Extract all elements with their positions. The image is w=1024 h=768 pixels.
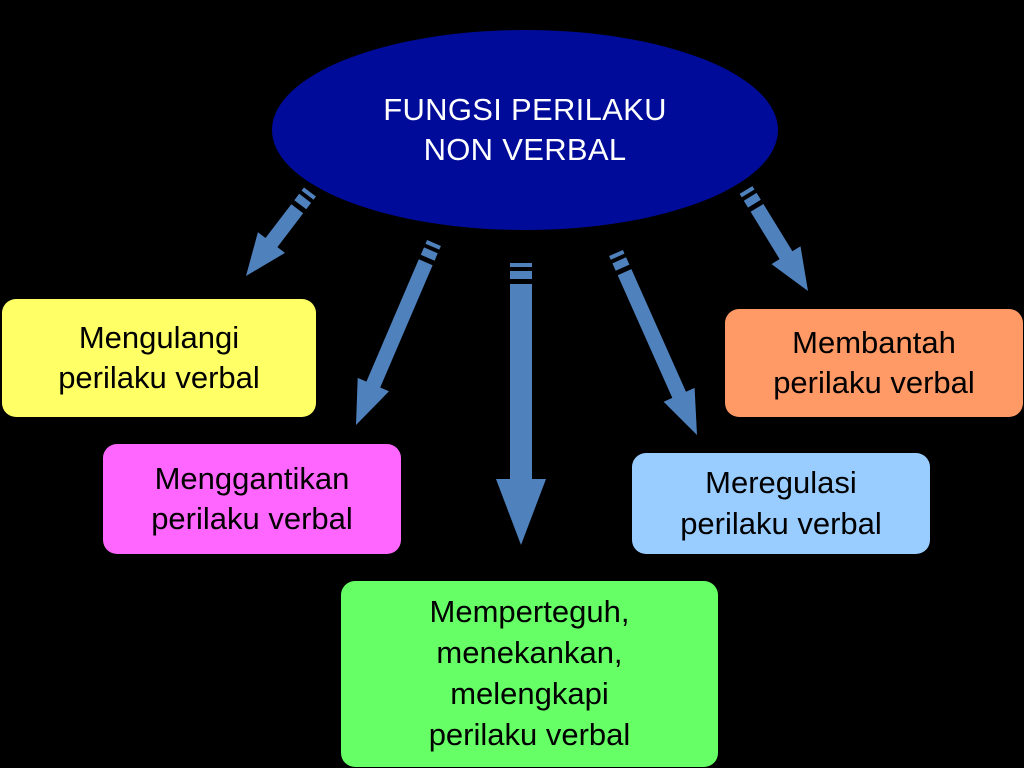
node-memperteguh-line-3: melengkapi [450, 676, 609, 711]
node-membantah-line-2: perilaku verbal [773, 365, 975, 400]
node-memperteguh: Memperteguh, menekankan, melengkapi peri… [341, 581, 718, 767]
arrow-to-meregulasi-body [617, 269, 697, 435]
node-memperteguh-line-2: menekankan, [436, 635, 623, 671]
arrow-to-mengulangi-body [246, 204, 304, 276]
node-menggantikan: Menggantikan perilaku verbal [103, 444, 401, 554]
arrow-to-membantah-body [750, 204, 808, 291]
arrow-to-memperteguh-body [496, 284, 546, 545]
arrow-to-menggantikan-stripe-2 [420, 247, 438, 261]
arrow-to-mengulangi-stripe-2 [294, 193, 312, 210]
arrow-to-mengulangi [246, 187, 316, 276]
node-membantah: Membantah perilaku verbal [725, 309, 1023, 417]
arrow-to-menggantikan [356, 240, 441, 425]
arrow-to-meregulasi [609, 250, 697, 435]
arrow-to-memperteguh [496, 263, 546, 545]
arrow-to-memperteguh-stripe-1 [510, 263, 532, 267]
central-topic-line-1: FUNGSI PERILAKU [383, 92, 667, 128]
central-topic-line-2: NON VERBAL [423, 132, 627, 167]
node-membantah-line-1: Membantah [792, 324, 956, 360]
arrow-to-menggantikan-stripe-1 [425, 240, 441, 250]
node-mengulangi-line-1: Mengulangi [78, 319, 240, 355]
arrow-to-membantah [739, 186, 808, 291]
arrow-to-menggantikan-body [356, 259, 433, 425]
node-meregulasi-line-1: Meregulasi [705, 465, 857, 501]
arrow-to-meregulasi-stripe-2 [612, 257, 630, 271]
node-menggantikan-line-2: perilaku verbal [151, 501, 353, 536]
arrow-to-memperteguh-stripe-2 [510, 271, 532, 279]
node-memperteguh-line-4: perilaku verbal [428, 716, 631, 752]
node-mengulangi-line-2: perilaku verbal [58, 360, 260, 395]
node-meregulasi: Meregulasi perilaku verbal [632, 453, 930, 554]
arrow-to-mengulangi-stripe-1 [301, 187, 316, 200]
arrow-to-membantah-stripe-1 [739, 186, 755, 198]
node-memperteguh-line-1: Memperteguh, [429, 594, 630, 630]
node-menggantikan-line-1: Menggantikan [154, 460, 350, 496]
node-mengulangi: Mengulangi perilaku verbal [2, 299, 316, 417]
central-topic-ellipse: FUNGSI PERILAKU NON VERBAL [272, 30, 778, 230]
arrow-to-membantah-stripe-2 [743, 192, 761, 208]
node-meregulasi-line-2: perilaku verbal [680, 505, 882, 541]
arrow-to-meregulasi-stripe-1 [609, 250, 625, 260]
